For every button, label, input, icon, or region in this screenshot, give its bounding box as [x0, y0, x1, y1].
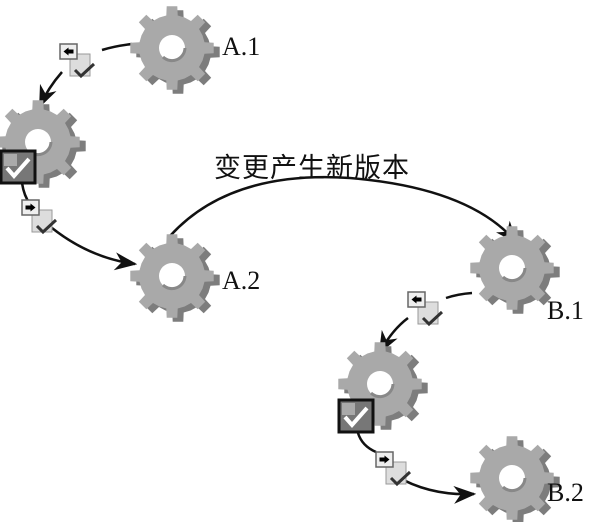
checked-out-badge-a — [0, 149, 37, 185]
checkout-icon-b — [407, 291, 444, 327]
checked-out-badge-b — [337, 398, 375, 434]
new-version-caption: 变更产生新版本 — [214, 153, 410, 184]
arrow-new-version — [169, 175, 518, 244]
gear-a1-icon — [130, 6, 220, 94]
label-a1: A.1 — [222, 32, 261, 61]
connector-b1-checkout — [445, 291, 473, 300]
checkin-icon-b — [375, 451, 412, 487]
arrow-to-a2 — [51, 227, 138, 271]
label-a2: A.2 — [222, 266, 261, 295]
label-b2: B.2 — [547, 478, 584, 507]
gear-a2-icon — [130, 234, 220, 322]
connector-a1-checkout — [101, 42, 133, 52]
checkout-icon-a — [59, 43, 96, 79]
gear-b1-icon — [470, 226, 560, 314]
arrow-to-b2 — [395, 474, 477, 504]
checkin-icon-a — [21, 199, 58, 235]
connector-check-b — [356, 432, 377, 454]
gear-b2-icon — [470, 436, 560, 522]
label-b1: B.1 — [547, 296, 584, 325]
